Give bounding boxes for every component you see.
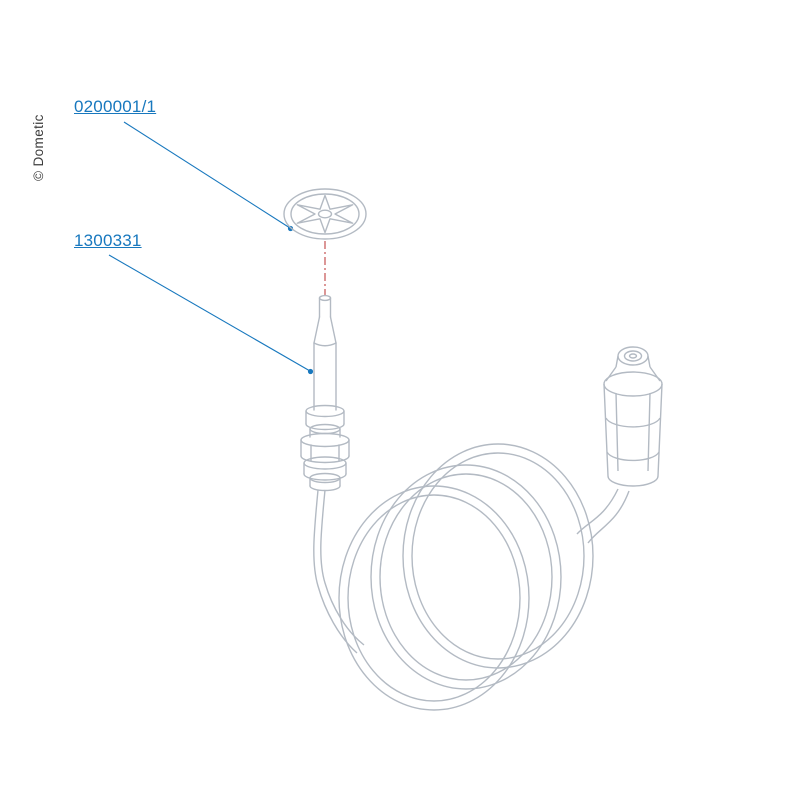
leader-line-1300331 <box>108 254 311 372</box>
leader-line-0200001 <box>123 121 291 229</box>
capillary-tube-probe-side <box>313 489 365 654</box>
capillary-tube-connector-side <box>576 488 630 544</box>
connector-nut <box>603 346 663 487</box>
capillary-coil <box>338 443 594 711</box>
leader-dot-1300331 <box>307 368 314 375</box>
part-number-link-0200001-1[interactable]: 0200001/1 <box>74 97 157 116</box>
copyright-text: © Dometic <box>31 114 46 181</box>
part-number-link-1300331[interactable]: 1300331 <box>74 231 142 250</box>
thermocouple-probe <box>300 294 350 492</box>
push-nut-washer <box>283 188 367 240</box>
